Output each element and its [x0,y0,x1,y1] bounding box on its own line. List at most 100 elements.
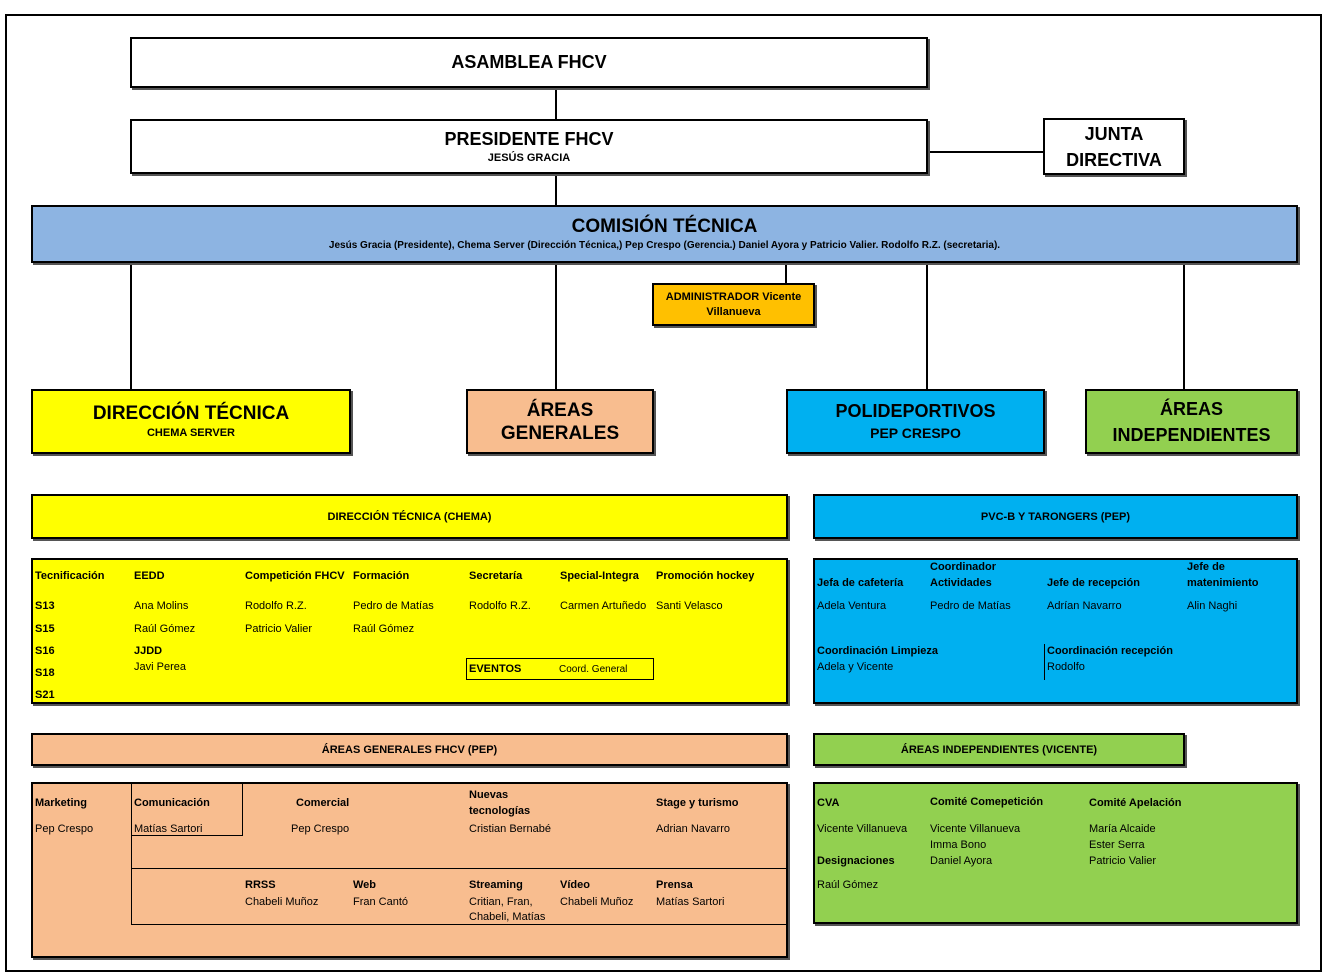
dt-col-header: EEDD [134,570,165,582]
connector-line [1183,262,1185,390]
dt-person: Patricio Valier [245,623,313,635]
dt-col-header: Tecnificación [35,570,105,582]
comision-title: COMISIÓN TÉCNICA [571,216,758,237]
pvc-person: Pedro de Matías [930,600,1011,612]
areas-generales-box: ÁREAS GENERALES [466,389,654,454]
dt-person: Raúl Gómez [134,623,196,635]
pvc-header: PVC-B Y TARONGERS (PEP) [980,510,1131,523]
connector-line [926,262,928,390]
ag-person: Critian, Fran, [469,896,533,908]
connector-line [555,173,557,207]
dt-person: Rodolfo R.Z. [469,600,531,612]
connector-line [927,151,1044,153]
pvc-header-box: PVC-B Y TARONGERS (PEP) [813,494,1298,539]
ag-title: Stage y turismo [656,797,739,809]
ai-title: Designaciones [817,855,895,867]
presidente-title: PRESIDENTE FHCV [444,128,614,149]
pvc-title: Coordinador [930,561,996,573]
connector-line [785,262,787,284]
eventos-label: EVENTOS [469,663,522,675]
ai-person: Vicente Villanueva [817,823,908,835]
connector-line [555,262,557,390]
ai-person: Patricio Valier [1089,855,1157,867]
dt-col-header: Promoción hockey [656,570,755,582]
direccion-name: CHEMA SERVER [146,427,236,439]
ag-person: Pep Crespo [35,823,94,835]
ag-title: tecnologías [469,805,531,817]
ag-title: Marketing [35,797,87,809]
comision-members: Jesús Gracia (Presidente), Chema Server … [328,240,1001,251]
dt-category: S18 [35,667,55,679]
dt-person: Rodolfo R.Z. [245,600,307,612]
page-frame [5,14,1322,972]
pvc-person: Adela y Vicente [817,661,894,673]
dt-person: Santi Velasco [656,600,723,612]
ag-person: Matías Sartori [656,896,725,908]
pvc-title: Jefa de cafetería [817,577,904,589]
ag-title: RRSS [245,879,276,891]
admin-line2: Villanueva [706,305,761,318]
pvc-title: Actividades [930,577,992,589]
direccion-title: DIRECCIÓN TÉCNICA [92,403,290,424]
dt-col-header: Secretaría [469,570,523,582]
dt-category: S15 [35,623,55,635]
ai-person: Raúl Gómez [817,879,879,891]
areas-independientes-box: ÁREAS INDEPENDIENTES [1085,389,1298,454]
ag-header: ÁREAS GENERALES FHCV (PEP) [321,743,498,756]
ag-person: Cristian Bernabé [469,823,551,835]
ai-detail-box: CVA Vicente Villanueva Comité Comepetici… [813,782,1298,924]
polideportivos-box: POLIDEPORTIVOS PEP CRESPO [786,389,1045,454]
connector-line [555,87,557,120]
pvc-person: Adela Ventura [817,600,887,612]
ai-person: Ester Serra [1089,839,1145,851]
ai-title: CVA [817,797,840,809]
ag-header-box: ÁREAS GENERALES FHCV (PEP) [31,733,788,766]
pvc-title: Coordinación recepción [1047,645,1173,657]
ag-title: Comunicación [134,797,210,809]
pvc-person: Rodolfo [1047,661,1085,673]
administrador-box: ADMINISTRADOR Vicente Villanueva [652,283,815,326]
divider [242,784,243,836]
eventos-role: Coord. General [559,664,628,675]
ag-person: Pep Crespo [291,823,350,835]
pvc-person: Alin Naghi [1187,600,1238,612]
indep-line1: ÁREAS [1159,398,1223,419]
pvc-title: Jefe de [1187,561,1225,573]
indep-line2: INDEPENDIENTES [1112,424,1271,445]
ag-person: Adrian Navarro [656,823,730,835]
dt-person: Javi Perea [134,661,186,673]
dt-header-box: DIRECCIÓN TÉCNICA (CHEMA) [31,494,788,539]
pvc-title: Jefe de recepción [1047,577,1140,589]
pvc-title: matenimiento [1187,577,1259,589]
ai-header: ÁREAS INDEPENDIENTES (VICENTE) [900,743,1098,756]
ai-person: Imma Bono [930,839,987,851]
ai-person: Vicente Villanueva [930,823,1021,835]
admin-line1: ADMINISTRADOR Vicente [665,290,802,303]
divider [131,835,243,836]
ai-header-box: ÁREAS INDEPENDIENTES (VICENTE) [813,733,1185,766]
pvc-title: Coordinación Limpieza [817,645,939,657]
dt-person: Raúl Gómez [353,623,415,635]
dt-category: S21 [35,689,55,701]
generales-title: ÁREAS GENERALES [500,399,620,444]
ag-title: Nuevas [469,789,509,801]
ag-person: Matías Sartori [134,823,203,835]
dt-col-header: Special-Integra [560,570,639,582]
asamblea-title: ASAMBLEA FHCV [451,52,607,72]
ai-title: Comité Comepetición [930,796,1044,808]
dt-detail-box: Tecnificación EEDD Competición FHCV Form… [31,558,788,704]
divider [131,784,132,924]
ag-person: Chabeli, Matías [469,911,546,923]
dt-person: Pedro de Matías [353,600,434,612]
junta-line1: JUNTA [1084,123,1144,144]
divider [131,924,788,925]
ag-title: Streaming [469,879,523,891]
presidente-box: PRESIDENTE FHCV JESÚS GRACIA [130,119,928,174]
ag-detail-box: Marketing Pep Crespo Comunicación Matías… [31,782,788,958]
junta-directiva-box: JUNTA DIRECTIVA [1043,118,1185,175]
ag-title: Prensa [656,879,693,891]
comision-tecnica-box: COMISIÓN TÉCNICA Jesús Gracia (President… [31,205,1298,263]
dt-header: DIRECCIÓN TÉCNICA (CHEMA) [327,510,492,523]
ag-person: Fran Cantó [353,896,409,908]
ag-person: Chabeli Muñoz [560,896,634,908]
